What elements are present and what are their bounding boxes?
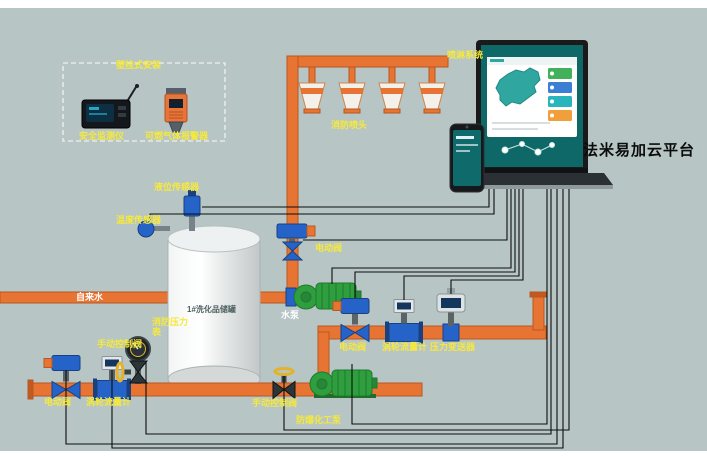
manual-valve-left [115,359,149,385]
turbine-flowmeter-bottom-label: 涡轮流量计 [86,397,132,407]
turbine-flowmeter-mid-label: 涡轮流量计 [382,342,428,352]
sprinkler-head [378,66,406,114]
temperature-sensor-label: 温度传感器 [116,215,162,225]
sprinkler-head [418,66,446,114]
electric-valve-top-label: 电动阀 [315,243,343,253]
dashboard-screen [487,57,577,137]
platform-title: 法米易加云平台 [583,142,696,159]
level-sensor [183,190,201,231]
wall-mount-title: 壁挂式安装 [116,60,162,70]
explosion-proof-pump-label: 防爆化工泵 [296,415,342,425]
wall-mount-box [62,62,226,142]
temperature-sensor [137,220,170,238]
safety-monitor-device [81,84,139,129]
water-pump-label: 水泵 [281,310,300,320]
manual-valve-bottom-label: 手动控制阀 [252,398,298,408]
laptop [450,40,613,189]
network-graphic [501,141,555,156]
top-margin [0,0,707,8]
safety-monitor-label: 安全监测仪 [79,131,125,141]
pressure-transmitter-label: 压力变送器 [430,342,476,352]
signal-wires [65,187,570,449]
electric-valve-bottom-label: 电动阀 [44,397,72,407]
sprinkler-heads-label: 消防喷头 [331,120,368,130]
electric-valve-top [276,223,316,261]
tank-label: 1#洗化品储罐 [187,305,236,314]
bottom-margin [0,451,707,458]
storage-tank [167,225,261,393]
gas-alarm-label: 可燃气体报警器 [145,131,209,141]
sprinkler-head [298,66,326,114]
level-sensor-label: 液位传感器 [154,182,200,192]
manual-valve-left-label: 手动控制阀 [97,339,143,349]
electric-valve-mid-label: 电动阀 [339,342,367,352]
turbine-flowmeter-mid [384,299,424,344]
phone [449,123,485,193]
gas-alarm-device [164,88,188,133]
fire-pressure-gauge-label: 消防压力表 [152,317,189,338]
spray-system-label: 喷淋系统 [447,50,484,60]
tap-water-label: 自来水 [76,292,104,302]
sprinkler-head [338,66,366,114]
explosion-proof-pump [309,369,378,397]
